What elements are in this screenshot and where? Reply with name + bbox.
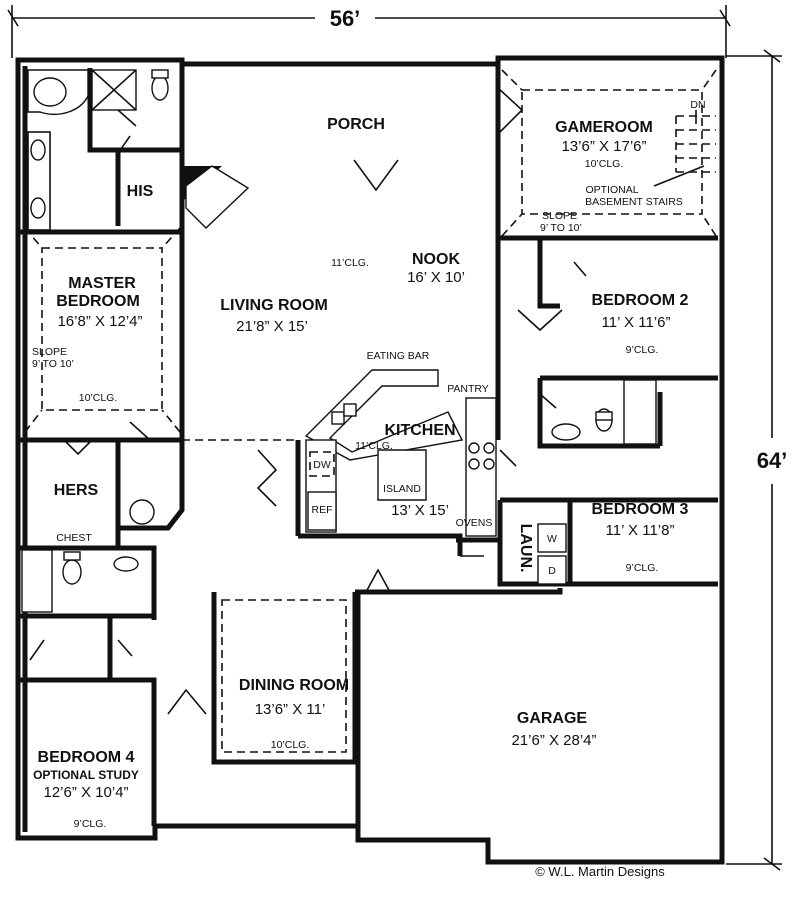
- garage-label: GARAGE: [517, 710, 588, 727]
- cooktop-icon: [468, 442, 495, 470]
- kitchen-ceiling: 11’CLG.: [355, 440, 393, 452]
- dining-room-size: 13’6” X 11’: [255, 701, 326, 718]
- master-bedroom-label-2: BEDROOM: [56, 293, 140, 310]
- master-slope-1: SLOPE: [32, 346, 67, 358]
- porch-label: PORCH: [327, 116, 385, 133]
- living-room-ceiling: 11’CLG.: [331, 257, 369, 269]
- gameroom-slope-1: SLOPE: [542, 210, 577, 222]
- living-room-size: 21’8” X 15’: [236, 318, 308, 335]
- bedroom4-label: BEDROOM 4: [38, 749, 135, 766]
- bedroom2-label: BEDROOM 2: [592, 292, 689, 309]
- dryer-label: D: [548, 565, 556, 577]
- bedroom3-label: BEDROOM 3: [592, 501, 689, 518]
- bedroom3-ceiling: 9’CLG.: [626, 562, 659, 574]
- doors: [29, 87, 587, 715]
- overall-depth-label: 64’: [757, 448, 788, 473]
- basement-stairs-note-2: BASEMENT STAIRS: [585, 196, 683, 208]
- bedroom2-bath-fixtures: [551, 379, 657, 445]
- garage-size: 21’6” X 28’4”: [511, 732, 596, 749]
- laundry-label: LAUN.: [517, 524, 534, 573]
- exterior-walls: [15, 55, 725, 865]
- laundry-appliances: [537, 523, 567, 585]
- dw-label: DW: [313, 459, 331, 471]
- hall-bath-fixtures: [21, 499, 155, 613]
- master-bedroom-label-1: MASTER: [68, 275, 136, 292]
- overall-width-label: 56’: [330, 6, 361, 31]
- bedroom2-ceiling: 9’CLG.: [626, 344, 659, 356]
- fireplace-icon: [184, 165, 250, 229]
- sink-icon: [331, 403, 357, 425]
- bedroom4-size: 12’6” X 10’4”: [43, 784, 128, 801]
- bedroom2-size: 11’ X 11’6”: [602, 314, 671, 331]
- chest-label: CHEST: [56, 532, 92, 544]
- interior-walls: [20, 64, 718, 840]
- bedroom3-size: 11’ X 11’8”: [606, 522, 675, 539]
- refrigerator: [307, 491, 337, 531]
- dimension-lines: [7, 5, 782, 871]
- dining-room-label: DINING ROOM: [239, 677, 349, 694]
- ceiling-outlines: [24, 69, 717, 753]
- stairs-icon: [653, 110, 716, 187]
- dining-room-ceiling: 10’CLG.: [271, 739, 310, 751]
- master-ceiling: 10’CLG.: [79, 392, 118, 404]
- gameroom-size: 13’6” X 17’6”: [561, 138, 646, 155]
- bedroom4-subtitle: OPTIONAL STUDY: [33, 768, 139, 782]
- basement-stairs-note-1: OPTIONAL: [585, 184, 638, 196]
- hers-closet-label: HERS: [54, 482, 99, 499]
- gameroom-slope-2: 9’ TO 10’: [540, 222, 582, 234]
- ref-label: REF: [312, 504, 333, 516]
- ovens-label: OVENS: [456, 517, 493, 529]
- master-bedroom-size: 16’8” X 12’4”: [57, 313, 142, 330]
- his-closet-label: HIS: [127, 183, 154, 200]
- dishwasher: [309, 451, 335, 477]
- bedroom4-ceiling: 9’CLG.: [74, 818, 107, 830]
- island-label: ISLAND: [383, 483, 421, 495]
- master-slope-2: 9’ TO 10’: [32, 358, 74, 370]
- nook-size: 16’ X 10’: [407, 269, 465, 286]
- master-bath-fixtures: [27, 69, 169, 231]
- nook-label: NOOK: [412, 251, 460, 268]
- gameroom-ceiling: 10’CLG.: [585, 158, 624, 170]
- living-room-label: LIVING ROOM: [220, 297, 328, 314]
- eating-bar-label: EATING BAR: [367, 350, 430, 362]
- copyright-notice: © W.L. Martin Designs: [535, 864, 665, 879]
- kitchen-label: KITCHEN: [384, 422, 455, 439]
- pantry-label: PANTRY: [447, 383, 489, 395]
- washer-label: W: [547, 533, 557, 545]
- kitchen-size: 13’ X 15’: [391, 502, 449, 519]
- gameroom-label: GAMEROOM: [555, 119, 653, 136]
- stairs-dn-label: DN: [690, 99, 705, 111]
